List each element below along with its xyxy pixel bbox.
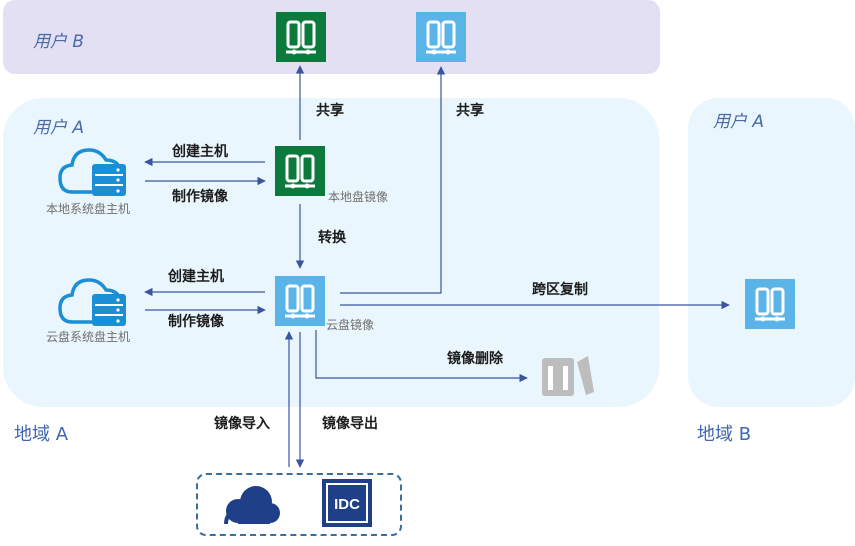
make-image-label-1: 制作镜像: [172, 189, 228, 205]
cloud-host-icon: [58, 278, 126, 326]
import-export-source-box: [196, 473, 402, 536]
idc-label: IDC: [334, 496, 360, 513]
image-import-label: 镜像导入: [214, 416, 270, 432]
local-host-label: 本地系统盘主机: [46, 202, 131, 216]
local-host-icon: [58, 148, 126, 196]
convert-label: 转换: [318, 230, 346, 246]
cloud-host-label: 云盘系统盘主机: [46, 330, 131, 344]
cross-region-copy-label: 跨区复制: [532, 282, 588, 298]
region-a-label: 地域 A: [14, 424, 69, 445]
cloud-image-icon: [275, 276, 325, 326]
user-a-label: 用户 A: [33, 118, 85, 138]
region-a-area: [3, 98, 659, 407]
local-image-label: 本地盘镜像: [328, 190, 389, 204]
image-delete-label: 镜像删除: [447, 351, 503, 367]
cloud-icon: [224, 486, 280, 525]
make-image-label-2: 制作镜像: [168, 314, 224, 330]
user-b-band: [3, 0, 660, 74]
trash-icon: [542, 356, 594, 396]
local-image-icon: [275, 146, 325, 196]
region-b-area: [688, 98, 855, 407]
share-arrow-2: [340, 66, 446, 294]
user-a-label-region-b: 用户 A: [713, 112, 765, 132]
region-b-label: 地域 B: [697, 424, 752, 445]
cloud-image-label: 云盘镜像: [326, 318, 375, 332]
idc-icon: IDC: [322, 479, 372, 527]
create-host-label-2: 创建主机: [168, 269, 224, 285]
share-label-2: 共享: [456, 103, 484, 119]
cloud-image-icon-user-b: [416, 12, 466, 62]
image-export-label: 镜像导出: [322, 416, 378, 432]
share-label-1: 共享: [316, 103, 344, 119]
cloud-image-icon-region-b: [745, 279, 795, 329]
local-image-icon-user-b: [276, 12, 326, 62]
image-delete-arrow: [315, 330, 528, 383]
user-b-label: 用户 B: [33, 32, 85, 52]
create-host-label-1: 创建主机: [172, 144, 228, 160]
